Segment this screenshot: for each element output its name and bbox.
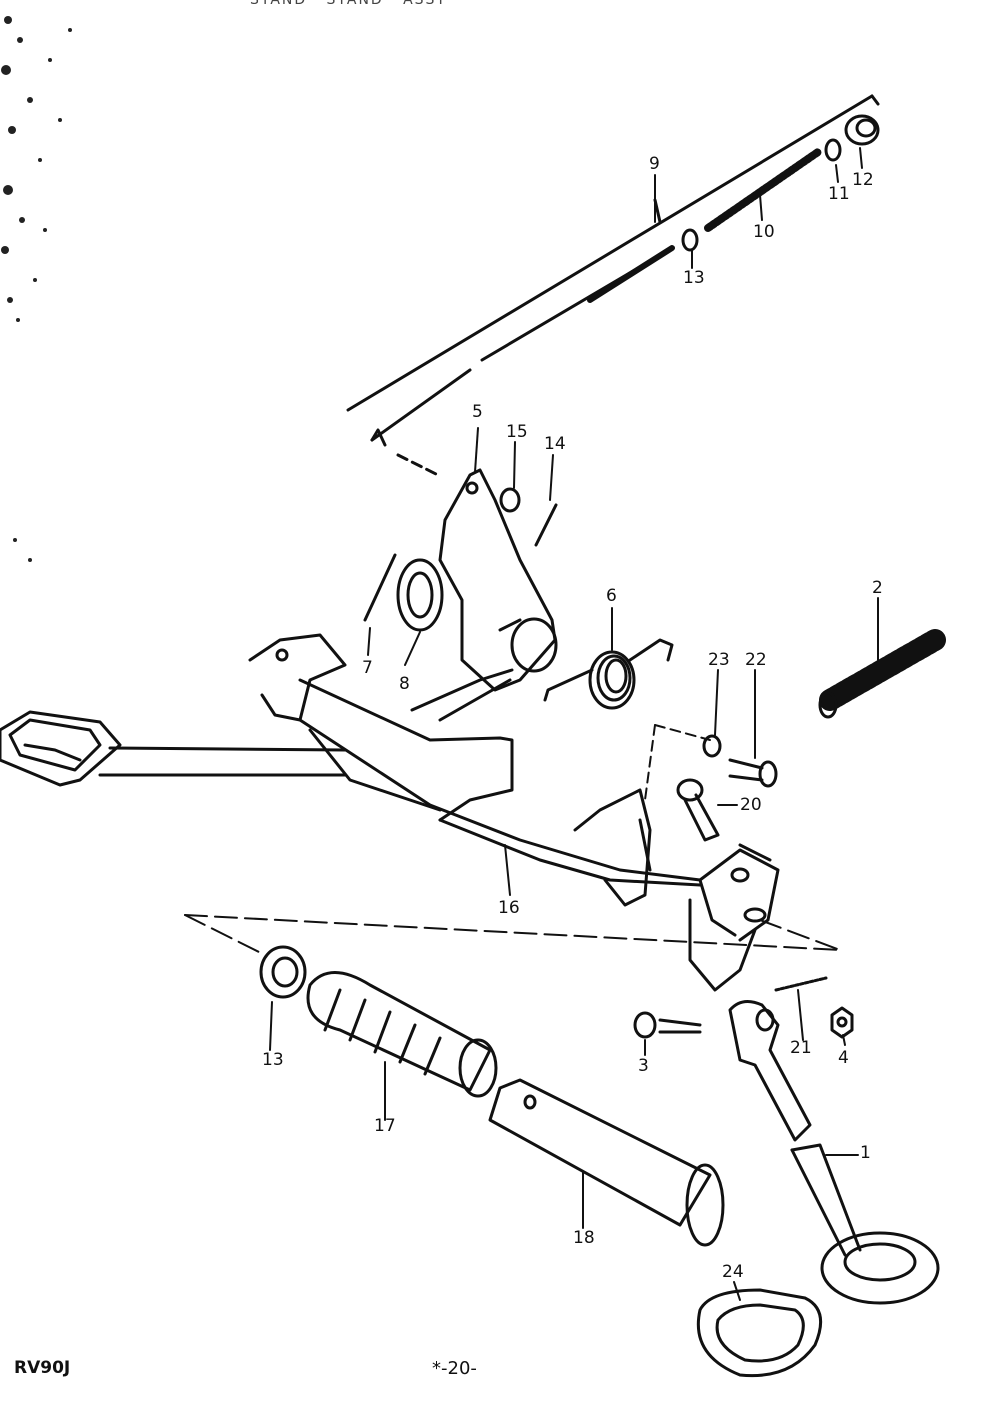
callout-12: 12 bbox=[852, 170, 874, 190]
callout-8: 8 bbox=[399, 674, 410, 694]
part-11-washer bbox=[824, 138, 842, 162]
callout-21: 21 bbox=[790, 1038, 812, 1058]
part-16-stand-frame bbox=[248, 633, 780, 992]
part-6-torsion-spring bbox=[543, 638, 674, 710]
callout-10: 10 bbox=[753, 222, 775, 242]
part-9-brake-rod bbox=[346, 94, 880, 447]
part-8-washer bbox=[396, 558, 444, 632]
page-number: *-20- bbox=[432, 1358, 477, 1379]
part-5-lever-arm bbox=[396, 453, 558, 722]
callout-5: 5 bbox=[472, 402, 483, 422]
part-12-nut bbox=[844, 114, 880, 146]
guide-line bbox=[184, 914, 841, 951]
callout-22: 22 bbox=[745, 650, 767, 670]
callout-2: 2 bbox=[872, 578, 883, 598]
callout-9: 9 bbox=[649, 154, 660, 174]
callout-4: 4 bbox=[838, 1048, 849, 1068]
model-code: RV90J bbox=[14, 1358, 71, 1378]
part-14-cotter-pin bbox=[534, 503, 558, 547]
leader-lines bbox=[269, 147, 879, 1301]
callout-15: 15 bbox=[506, 422, 528, 442]
part-1-side-stand bbox=[728, 999, 940, 1305]
scan-noise bbox=[1, 16, 72, 562]
part-2-return-spring bbox=[818, 629, 946, 719]
callout-13-bottom: 13 bbox=[262, 1050, 284, 1070]
callout-20: 20 bbox=[740, 795, 762, 815]
part-3-bolt bbox=[633, 1011, 702, 1039]
callout-18: 18 bbox=[573, 1228, 595, 1248]
callout-11: 11 bbox=[828, 184, 850, 204]
callout-6: 6 bbox=[606, 586, 617, 606]
part-4-nut bbox=[830, 1006, 854, 1039]
callout-17: 17 bbox=[374, 1116, 396, 1136]
part-10-spring bbox=[704, 148, 822, 232]
part-22-bolt bbox=[728, 758, 778, 788]
part-21-pin bbox=[774, 976, 828, 992]
part-24-pad bbox=[696, 1288, 823, 1378]
part-13-washer-bottom bbox=[259, 945, 307, 999]
stand-pedal bbox=[0, 710, 347, 787]
callout-24: 24 bbox=[722, 1262, 744, 1282]
part-20-pin bbox=[676, 778, 720, 842]
callout-14: 14 bbox=[544, 434, 566, 454]
part-13-washer-top bbox=[681, 228, 699, 252]
callout-16: 16 bbox=[498, 898, 520, 918]
callout-3: 3 bbox=[638, 1056, 649, 1076]
part-17-rubber-grip bbox=[306, 971, 498, 1098]
part-7-pin bbox=[363, 553, 397, 622]
callout-23: 23 bbox=[708, 650, 730, 670]
part-15-washer bbox=[499, 487, 521, 513]
header-text: STAND · STAND · ASSY bbox=[250, 0, 447, 8]
callout-1: 1 bbox=[860, 1143, 871, 1163]
part-23-washer bbox=[702, 734, 722, 758]
part-18-step-pin bbox=[488, 1078, 725, 1247]
callout-13-top: 13 bbox=[683, 268, 705, 288]
callout-7: 7 bbox=[362, 658, 373, 678]
